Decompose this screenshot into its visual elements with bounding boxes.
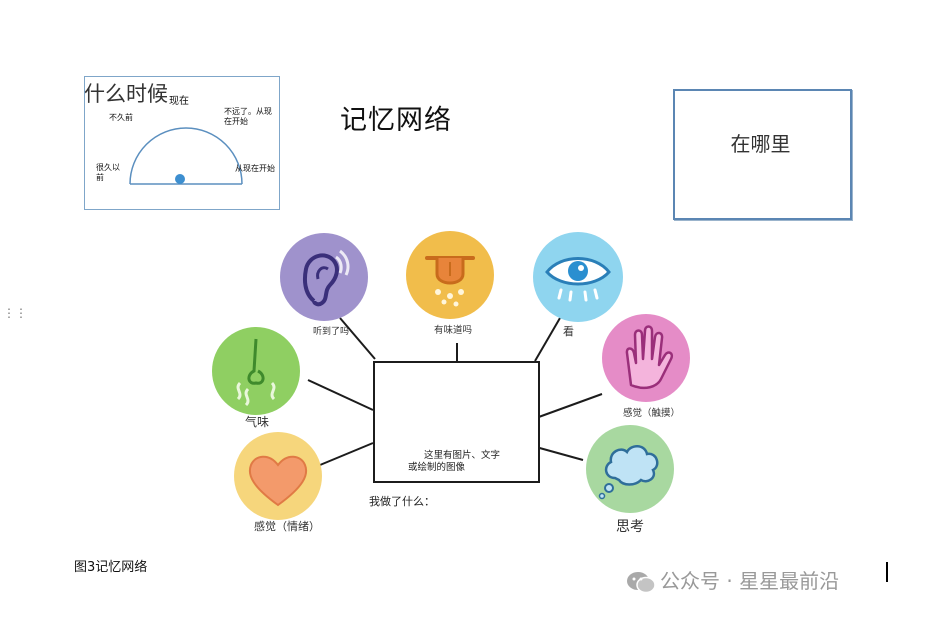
did-label: 我做了什么： — [369, 495, 435, 508]
center-text-line1: 这里有图片、文字 — [424, 450, 501, 461]
sense-label-feel: 感觉（情绪） — [254, 520, 320, 533]
page-title: 记忆网络 — [340, 105, 452, 136]
sense-label-smell: 气味 — [245, 415, 270, 429]
sense-label-hear: 听到了吗 — [313, 327, 350, 337]
center-box — [373, 361, 540, 483]
label-now: 现在 — [169, 96, 189, 107]
nose-icon — [212, 327, 300, 415]
time-arc-diagram — [129, 127, 243, 185]
center-text: 这里有图片、文字 或绘制的图像 — [408, 450, 500, 474]
center-text-line2: 或绘制的图像 — [408, 462, 466, 473]
text-cursor — [886, 562, 888, 582]
sense-label-touch: 感觉（触摸） — [623, 408, 681, 419]
sense-label-see: 看 — [563, 325, 574, 338]
tongue-icon — [406, 231, 494, 319]
where-box — [673, 89, 852, 220]
where-label: 在哪里 — [730, 132, 791, 156]
watermark-text: 公众号 · 星星最前沿 — [660, 569, 840, 593]
sense-label-taste: 有味道吗 — [434, 325, 473, 336]
when-title: 什么时候 — [84, 82, 168, 106]
sense-label-think: 思考 — [616, 519, 644, 535]
eye-icon — [533, 232, 623, 322]
when-box — [84, 76, 280, 210]
label-from-now: 从现在开始 — [235, 164, 275, 173]
hand-icon — [602, 314, 690, 402]
label-soon: 不远了。从现在开始 — [224, 107, 272, 126]
label-not-long-ago: 不久前 — [109, 113, 133, 122]
heart-icon — [234, 432, 322, 520]
thought-cloud-icon — [586, 425, 674, 513]
wechat-icon — [627, 572, 656, 594]
label-long-ago: 很久以前 — [96, 163, 120, 182]
figure-caption: 图3记忆网络 — [74, 560, 148, 575]
ear-icon — [280, 233, 368, 321]
now-marker — [175, 174, 185, 184]
